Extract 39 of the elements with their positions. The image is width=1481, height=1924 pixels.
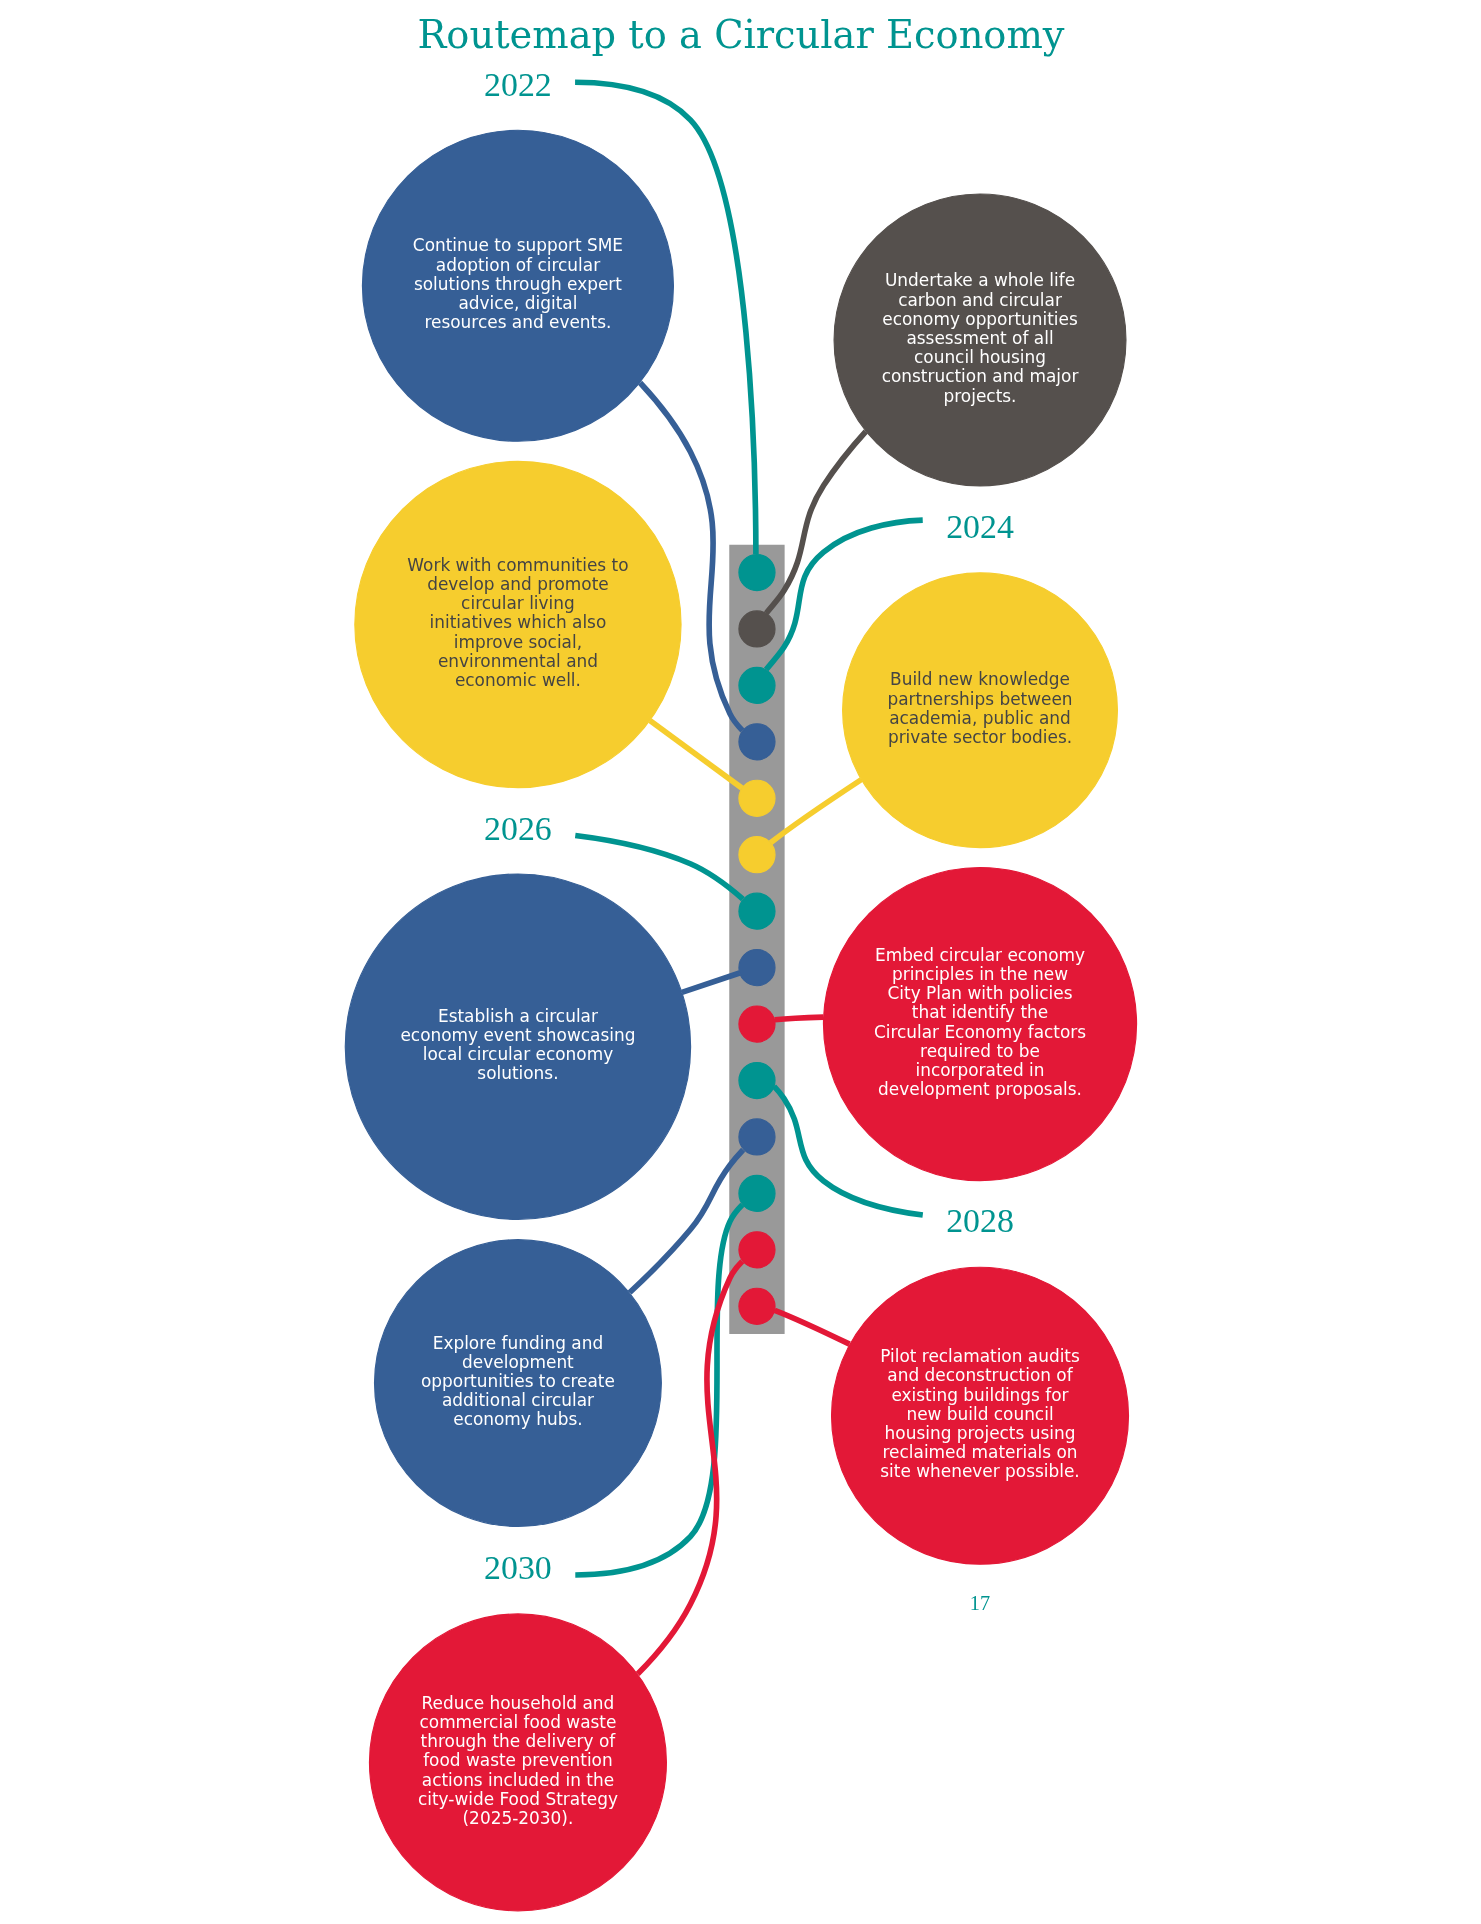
node-text: 2024 [945, 508, 1014, 546]
node-circle [737, 723, 776, 761]
node-circle [737, 1061, 776, 1100]
connector [763, 429, 868, 615]
node-circle [737, 553, 776, 592]
label: 17 [969, 1592, 990, 1615]
node-circle: Pilot reclamation audits and deconstruction of existing buildings for new build council housing projects using reclaimed materials on site whenever possible. [830, 1266, 1129, 1565]
node-text: 2022 [483, 65, 552, 103]
cluster [728, 544, 785, 1334]
node-circle: Explore funding and development opportunities to create additional circular economy hubs. [373, 1239, 662, 1528]
node-circle: Embed circular economy principles in the new City Plan with policies that identify the Circular Economy factors required to be incorporated in development proposals. [822, 866, 1137, 1182]
node-circle: Establish a circular economy event showcasing local circular economy solutions. [344, 873, 691, 1220]
node-circle [737, 949, 776, 987]
node-circle [737, 1005, 776, 1043]
node-text: 2026 [483, 809, 552, 847]
node-circle [737, 1231, 776, 1269]
diagram-title: Routemap to a Circular Economy [416, 12, 1065, 58]
node-circle: Continue to support SME adoption of circular solutions through expert advice, digital resources and events. [361, 129, 674, 442]
node-circle: Build new knowledge partnerships between academia, public and private sector bodies. [841, 572, 1118, 849]
node-circle [737, 1287, 776, 1325]
node-circle [737, 666, 776, 705]
node-text: 2028 [945, 1202, 1014, 1240]
node-circle [737, 610, 776, 648]
connector [773, 1014, 823, 1023]
node-circle [737, 836, 776, 874]
node-circle [737, 1118, 776, 1156]
connector [637, 380, 744, 733]
node-text: 2030 [483, 1548, 552, 1586]
node-circle [737, 892, 776, 930]
node-circle: Undertake a whole life carbon and circular economy opportunities assessment of all council housing construction and major projects. [833, 193, 1127, 487]
connector [635, 1259, 744, 1677]
connector [574, 79, 759, 555]
node-circle: Work with communities to develop and promote circular living initiatives which also improve social, environmental and economic well. [353, 460, 682, 789]
connector [763, 517, 923, 672]
connector [574, 1202, 744, 1578]
node-circle: Reduce household and commercial food waste through the delivery of food waste prevention actions included in the city-wide Food Strategy (2025-2030). [368, 1613, 667, 1912]
connector [771, 1084, 923, 1218]
node-circle [737, 779, 776, 817]
node-circle [737, 1174, 776, 1213]
